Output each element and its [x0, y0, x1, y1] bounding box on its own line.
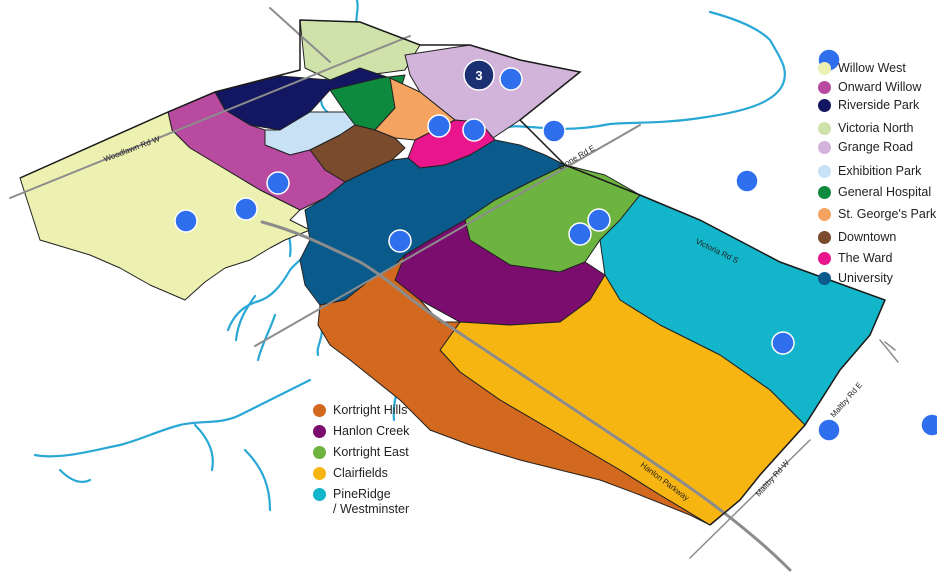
legend-item: Victoria North	[818, 121, 914, 136]
legend-item: Kortright Hills	[313, 403, 407, 418]
marker-cluster[interactable]: 3	[463, 59, 495, 91]
legend-label: Kortright Hills	[333, 403, 408, 417]
region-willow-west	[19, 111, 311, 301]
legend-swatch	[818, 122, 831, 135]
legend-swatch	[818, 272, 831, 285]
legend-label: University	[838, 271, 893, 285]
legend-label: Willow West	[838, 61, 906, 75]
road-layer	[9, 7, 899, 572]
legend-label: Grange Road	[838, 140, 914, 154]
river-lower	[243, 448, 272, 512]
map-marker[interactable]	[174, 209, 198, 233]
river-south-2	[316, 328, 324, 357]
legend-item: General Hospital	[818, 185, 931, 200]
legend-swatch	[818, 62, 831, 75]
region-kortright-hills	[317, 254, 711, 526]
map-marker[interactable]	[568, 222, 592, 246]
legend-swatch	[313, 404, 326, 417]
legend-label: Onward Willow	[838, 80, 922, 94]
legend-label: Downtown	[838, 230, 897, 244]
neighbourhood-polygons	[19, 19, 886, 526]
legend-item: University	[818, 271, 893, 286]
legend-item: The Ward	[818, 251, 892, 266]
marker-layer	[174, 48, 937, 442]
road-hanlon	[260, 220, 792, 572]
legend-item: St. George's Park	[818, 207, 936, 222]
map-marker[interactable]	[234, 197, 258, 221]
river-south	[256, 313, 277, 362]
legend-swatch	[818, 81, 831, 94]
river-south-long	[193, 423, 214, 472]
legend-swatch	[818, 99, 831, 112]
legend-swatch	[818, 186, 831, 199]
legend-label: General Hospital	[838, 185, 932, 199]
legend-label: St. George's Park	[838, 207, 937, 221]
legend-swatch	[818, 231, 831, 244]
road-label-maltby-e: Maltby Rd E	[829, 381, 864, 420]
legend-item: Downtown	[818, 230, 896, 245]
map-marker[interactable]	[427, 114, 451, 138]
legend-item: Grange Road	[818, 140, 913, 155]
river-south-west-branch	[58, 468, 92, 484]
map-marker[interactable]	[266, 171, 290, 195]
legend-label: PineRidge / Westminster	[333, 487, 410, 516]
map-marker[interactable]	[735, 169, 759, 193]
map-marker[interactable]	[771, 331, 795, 355]
map-marker[interactable]	[817, 418, 841, 442]
road-victoria	[879, 339, 899, 363]
legend-label: Clairfields	[333, 466, 388, 480]
legend-item: Exhibition Park	[818, 164, 921, 179]
legend-swatch	[818, 141, 831, 154]
legend-swatch	[818, 208, 831, 221]
legend-swatch	[313, 446, 326, 459]
road-maltby-e	[884, 341, 896, 351]
road-maltby-w	[689, 439, 811, 559]
legend-swatch	[818, 165, 831, 178]
legend-swatch	[313, 467, 326, 480]
legend-label: The Ward	[838, 251, 893, 265]
legend-label: Riverside Park	[838, 98, 920, 112]
map-marker[interactable]	[542, 119, 566, 143]
legend-item: Clairfields	[313, 466, 388, 481]
city-boundary	[19, 19, 887, 526]
river-south-west-long	[33, 378, 312, 458]
legend-swatch	[313, 425, 326, 438]
legend-label: Kortright East	[333, 445, 409, 459]
legend-item: Riverside Park	[818, 98, 919, 113]
legend-item: Kortright East	[313, 445, 409, 460]
map-marker[interactable]	[920, 413, 937, 437]
legend-item: PineRidge / Westminster	[313, 487, 409, 517]
cluster-count: 3	[475, 68, 482, 83]
river-west	[234, 294, 257, 342]
map-marker[interactable]	[499, 67, 523, 91]
legend-item: Willow West	[818, 61, 906, 76]
legend-swatch	[313, 488, 326, 501]
legend-label: Exhibition Park	[838, 164, 922, 178]
road-stone-east	[254, 124, 641, 347]
legend-label: Victoria North	[838, 121, 914, 135]
legend-item: Onward Willow	[818, 80, 921, 95]
legend-label: Hanlon Creek	[333, 424, 410, 438]
legend-item: Hanlon Creek	[313, 424, 409, 439]
legend-swatch	[818, 252, 831, 265]
map-marker[interactable]	[587, 208, 611, 232]
road-woodlawn	[9, 35, 411, 199]
map-marker[interactable]	[462, 118, 486, 142]
map-marker[interactable]	[388, 229, 412, 253]
